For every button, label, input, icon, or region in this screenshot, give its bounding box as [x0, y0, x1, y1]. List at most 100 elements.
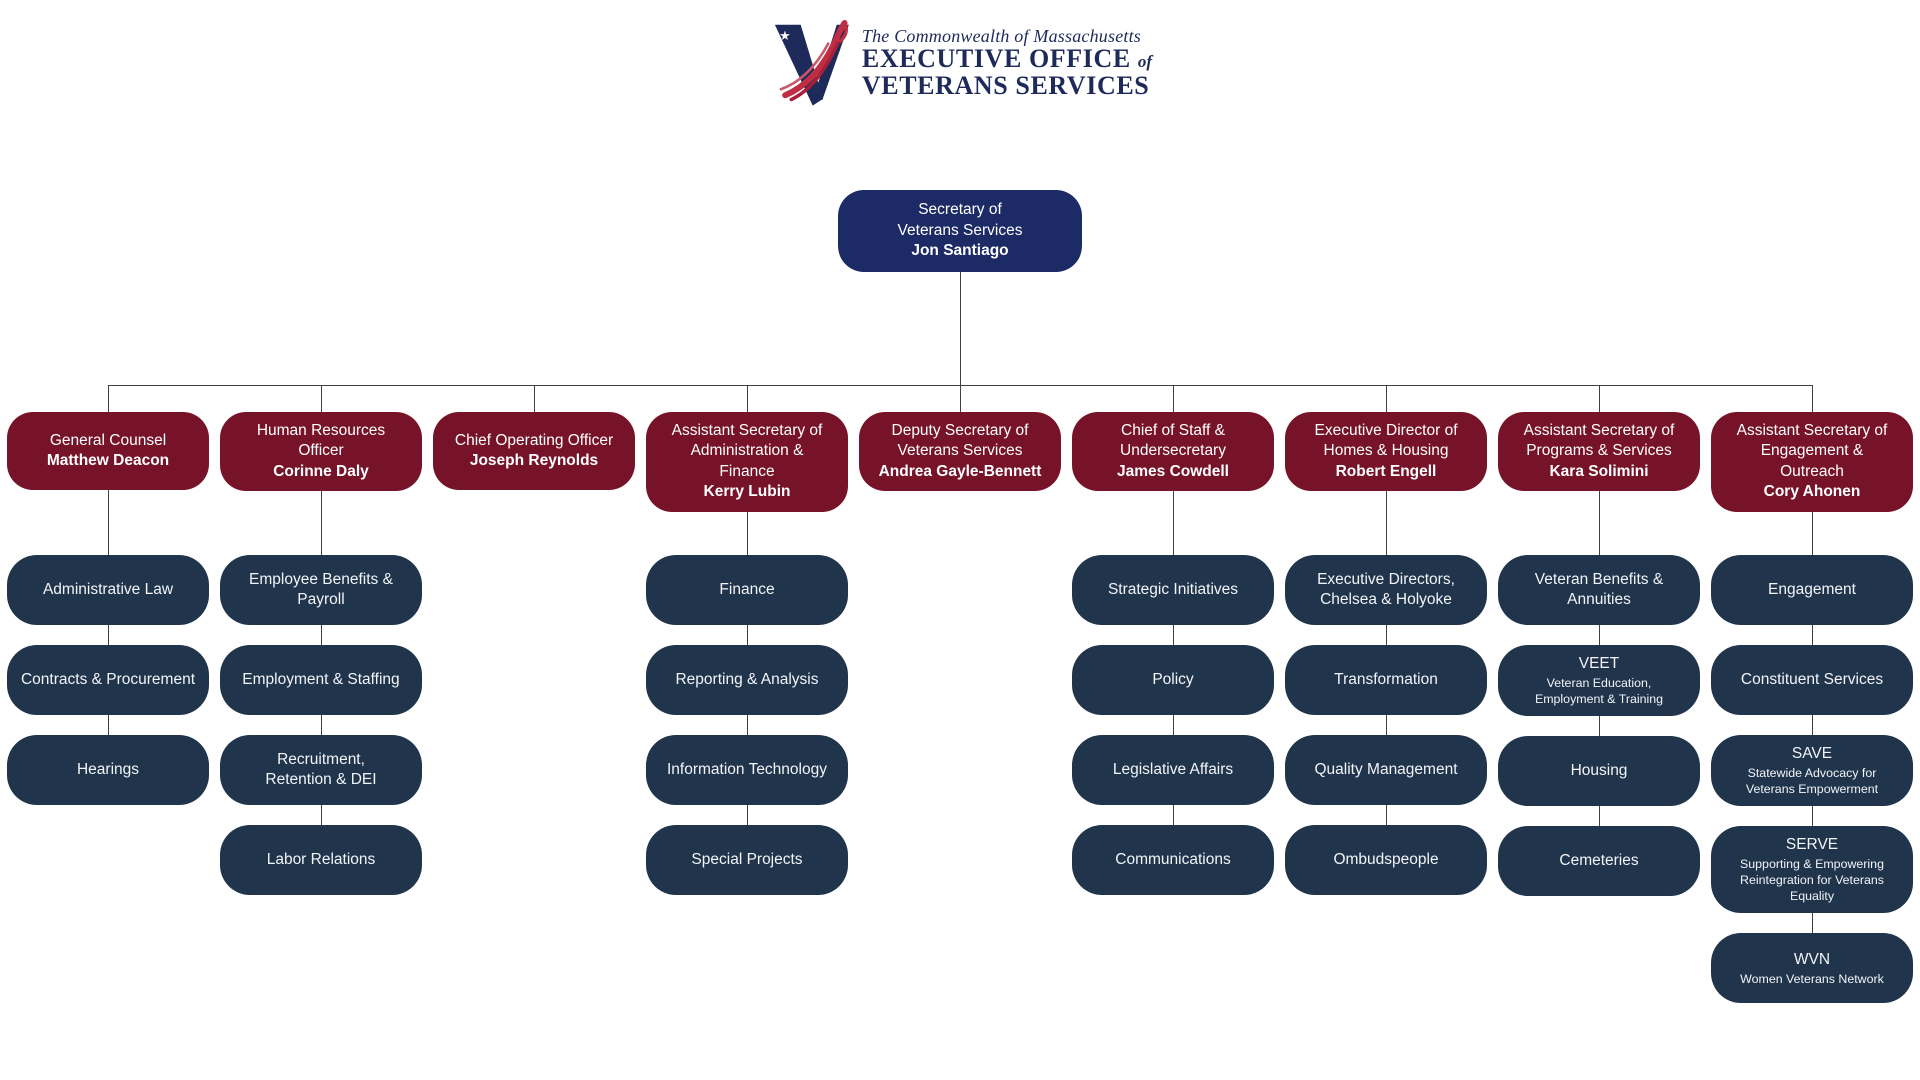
- logo-dept-line: VETERANS SERVICES: [861, 71, 1150, 101]
- leader-cell: Assistant Secretary of Engagement & Outr…: [1711, 412, 1913, 555]
- leader-name: Corinne Daly: [273, 462, 369, 480]
- leader-box: Deputy Secretary of Veterans Services An…: [859, 412, 1061, 492]
- sub-box-label: SERVE: [1785, 836, 1839, 854]
- sub-box: Veteran Benefits & Annuities: [1498, 555, 1700, 625]
- sub-box-label: Policy: [1152, 671, 1194, 689]
- sub-box-label: Housing: [1570, 762, 1628, 780]
- leader-name: Matthew Deacon: [46, 452, 170, 469]
- sub-box: Legislative Affairs: [1072, 715, 1274, 805]
- org-column: Assistant Secretary of Engagement & Outr…: [1711, 384, 1913, 1004]
- leader-title: Assistant Secretary of Programs & Servic…: [1523, 422, 1675, 460]
- org-column: Executive Director of Homes & Housing Ro…: [1285, 384, 1487, 1003]
- sub-box: Administrative Law: [7, 555, 209, 625]
- sub-box: Labor Relations: [220, 805, 422, 895]
- sub-box: Engagement: [1711, 555, 1913, 625]
- sub-box-label: Special Projects: [691, 851, 803, 869]
- leader-box: General Counsel Matthew Deacon: [7, 412, 209, 490]
- leader-box: Human Resources Officer Corinne Daly: [220, 412, 422, 492]
- leader-title: General Counsel: [49, 431, 167, 449]
- sub-box-label: Reporting & Analysis: [675, 671, 819, 689]
- sub-box: WVN Women Veterans Network: [1711, 913, 1913, 1004]
- leader-name: Kara Solimini: [1549, 462, 1649, 480]
- logo-office-of: of: [1137, 52, 1153, 72]
- sub-box: Special Projects: [646, 805, 848, 895]
- sub-box: Cemeteries: [1498, 806, 1700, 897]
- sub-box-label: Quality Management: [1314, 761, 1458, 779]
- leader-title: Chief of Staff & Undersecretary: [1120, 422, 1226, 460]
- sub-box-label: Executive Directors, Chelsea & Holyoke: [1317, 571, 1455, 608]
- leader-name: James Cowdell: [1117, 462, 1229, 480]
- sub-box: Constituent Services: [1711, 625, 1913, 715]
- leader-name: Robert Engell: [1335, 462, 1437, 480]
- sub-box-label: Cemeteries: [1559, 852, 1639, 870]
- secretary-box: Secretary of Veterans Services Jon Santi…: [838, 190, 1082, 272]
- sub-box: Housing: [1498, 716, 1700, 807]
- sub-box-label: WVN: [1793, 950, 1831, 968]
- sub-box: Policy: [1072, 625, 1274, 715]
- sub-box-label: Constituent Services: [1740, 671, 1884, 689]
- sub-box-label: Recruitment, Retention & DEI: [265, 751, 377, 788]
- veterans-v-flag-icon: ★: [774, 20, 849, 106]
- agency-logo: ★ The Commonwealth of Massachusetts EXEC…: [0, 10, 1920, 110]
- sub-box-label: VEET: [1578, 655, 1620, 672]
- secretary-drop-line: [960, 272, 961, 386]
- leader-title: Assistant Secretary of Administration & …: [671, 422, 823, 480]
- sub-box-label: Contracts & Procurement: [20, 671, 195, 689]
- sub-box: Information Technology: [646, 715, 848, 805]
- leader-name: Cory Ahonen: [1763, 483, 1861, 501]
- leader-title: Chief Operating Officer: [454, 431, 614, 449]
- sub-box-subtitle: Veteran Education, Employment & Training: [1534, 675, 1664, 706]
- agency-logo-text: The Commonwealth of Massachusetts EXECUT…: [861, 21, 1152, 101]
- org-columns-grid: General Counsel Matthew Deacon Administr…: [7, 384, 1913, 1004]
- sub-box-label: Veteran Benefits & Annuities: [1534, 571, 1664, 608]
- leader-cell: Human Resources Officer Corinne Daly: [220, 412, 422, 555]
- org-column: Chief Operating Officer Joseph Reynolds: [433, 384, 635, 1003]
- sub-box-label: Employee Benefits & Payroll: [249, 571, 393, 608]
- sub-box-subtitle: Supporting & Empowering Reintegration fo…: [1740, 856, 1884, 904]
- logo-office-line: EXECUTIVE OFFICE of: [862, 45, 1152, 72]
- logo-tagline: The Commonwealth of Massachusetts: [861, 25, 1141, 46]
- sub-box-label: Information Technology: [667, 761, 827, 779]
- sub-box: Finance: [646, 555, 848, 625]
- sub-box-label: Communications: [1115, 851, 1231, 869]
- sub-box-label: Labor Relations: [266, 851, 376, 869]
- org-column: Assistant Secretary of Administration & …: [646, 384, 848, 1003]
- sub-box-label: SAVE: [1791, 745, 1833, 762]
- sub-box: Strategic Initiatives: [1072, 555, 1274, 625]
- sub-box: Recruitment, Retention & DEI: [220, 715, 422, 805]
- leader-cell: Chief of Staff & Undersecretary James Co…: [1072, 412, 1274, 555]
- sub-box: Hearings: [7, 715, 209, 805]
- org-column: Assistant Secretary of Programs & Servic…: [1498, 384, 1700, 1003]
- sub-box: Ombudspeople: [1285, 805, 1487, 895]
- org-column: Chief of Staff & Undersecretary James Co…: [1072, 384, 1274, 1003]
- leader-cell: Assistant Secretary of Programs & Servic…: [1498, 412, 1700, 555]
- sub-box-label: Finance: [719, 581, 775, 599]
- leader-box: Assistant Secretary of Administration & …: [646, 412, 848, 512]
- sub-box: Contracts & Procurement: [7, 625, 209, 715]
- sub-box-label: Employment & Staffing: [242, 671, 400, 689]
- sub-box-label: Ombudspeople: [1333, 851, 1439, 869]
- sub-box-label: Strategic Initiatives: [1107, 581, 1239, 599]
- sub-box-label: Administrative Law: [42, 581, 174, 599]
- org-column: Human Resources Officer Corinne Daly Emp…: [220, 384, 422, 1003]
- leader-title: Human Resources Officer: [256, 422, 386, 460]
- sub-box-label: Legislative Affairs: [1112, 761, 1234, 779]
- sub-box: Employment & Staffing: [220, 625, 422, 715]
- secretary-name: Jon Santiago: [911, 242, 1009, 260]
- sub-box-label: Transformation: [1334, 671, 1438, 689]
- leader-cell: Deputy Secretary of Veterans Services An…: [859, 412, 1061, 555]
- org-column: General Counsel Matthew Deacon Administr…: [7, 384, 209, 1003]
- sub-box-subtitle: Women Veterans Network: [1740, 971, 1884, 986]
- sub-box-label: Engagement: [1768, 581, 1856, 599]
- sub-box: Executive Directors, Chelsea & Holyoke: [1285, 555, 1487, 625]
- leader-box: Chief of Staff & Undersecretary James Co…: [1072, 412, 1274, 492]
- sub-box: VEET Veteran Education, Employment & Trai…: [1498, 624, 1700, 717]
- leader-name: Joseph Reynolds: [469, 452, 599, 469]
